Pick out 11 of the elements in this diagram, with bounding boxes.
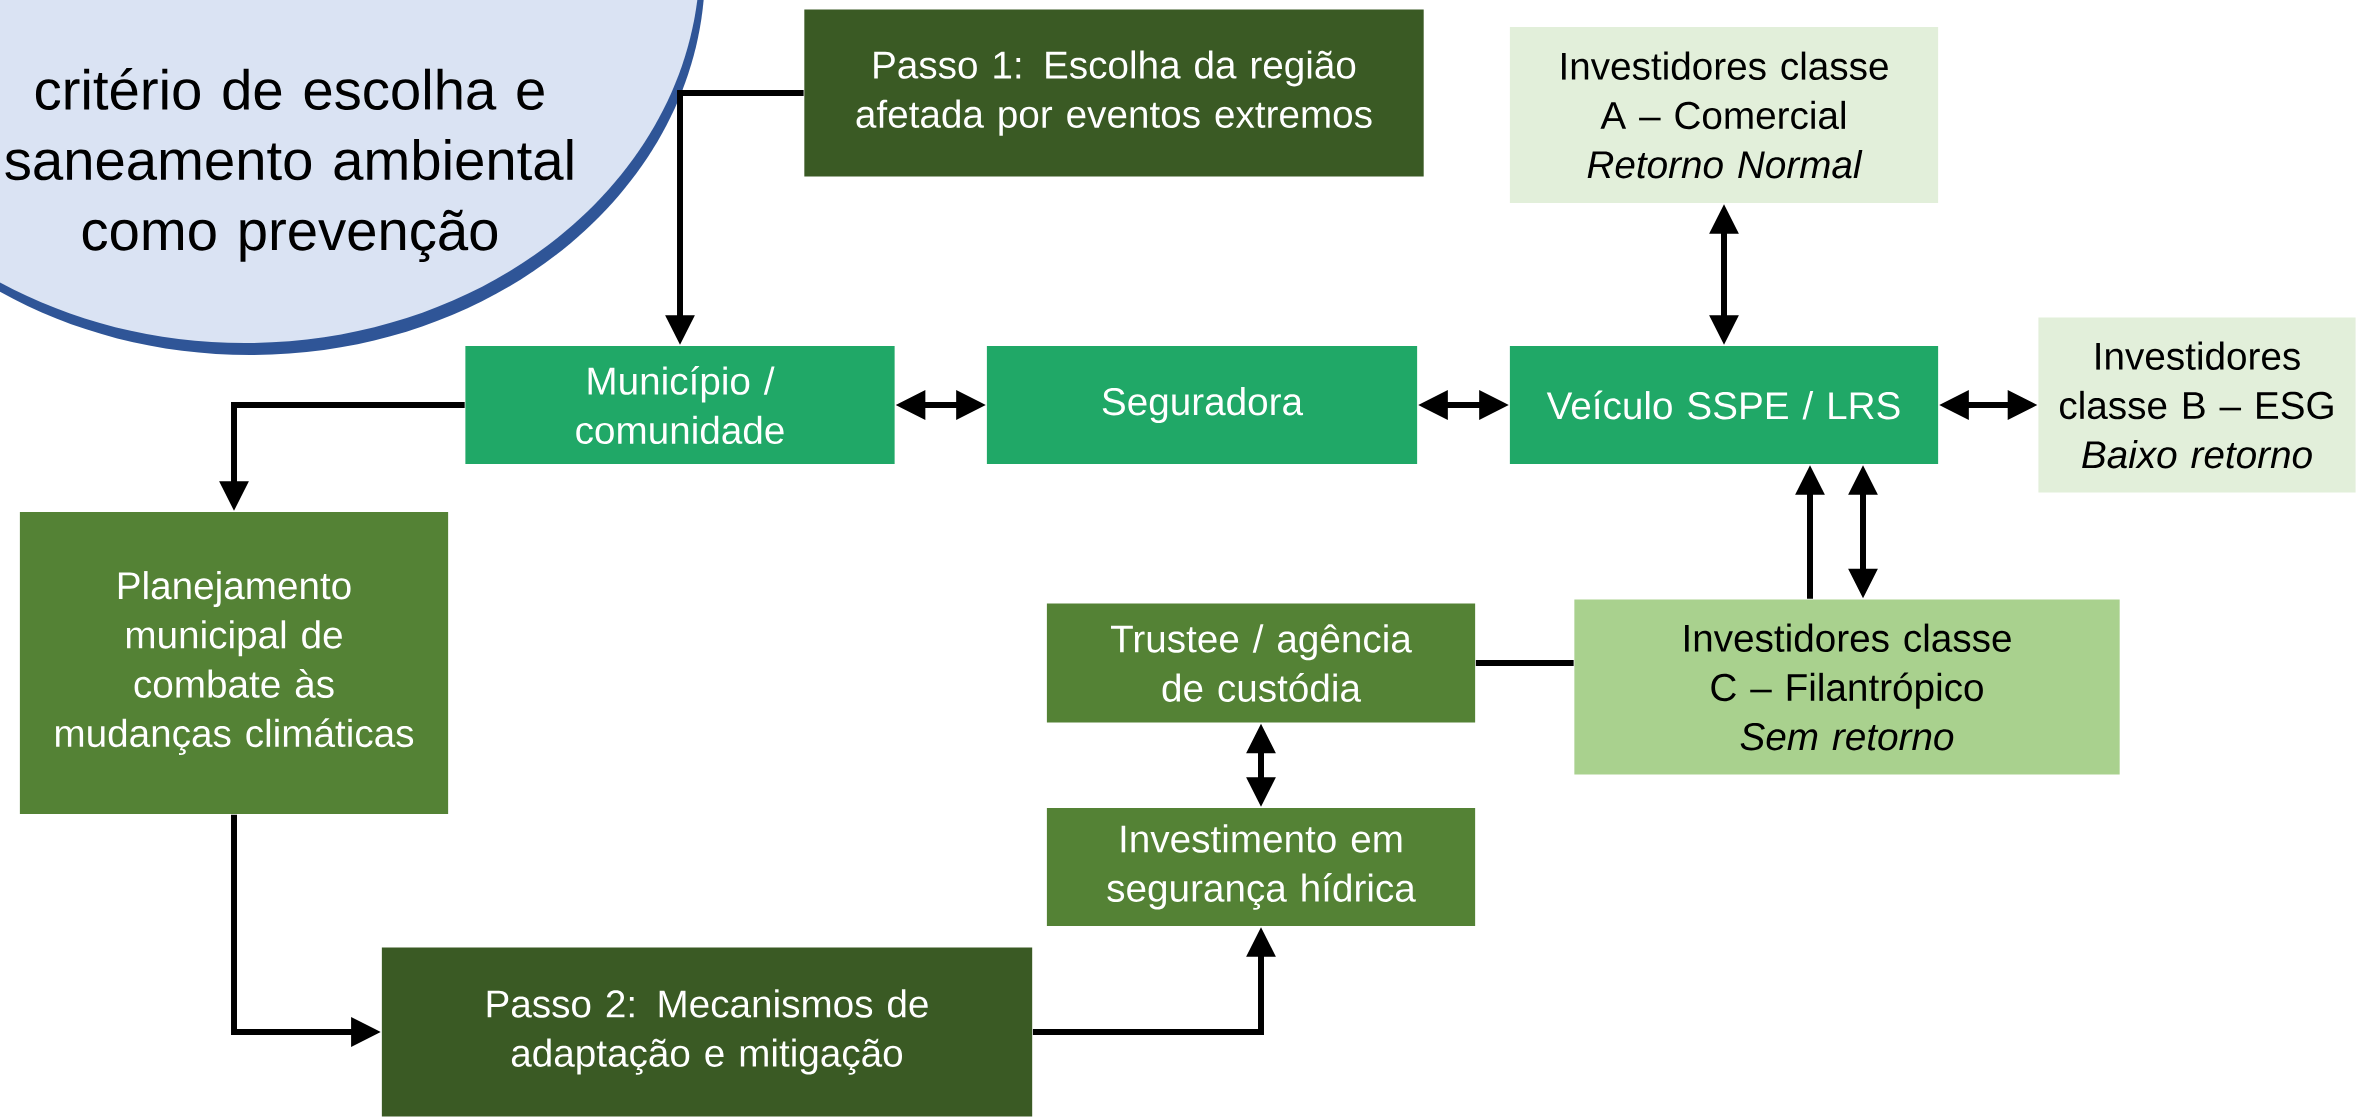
investor-box: Investidores classe B – ESG Baixo retorno — [2038, 317, 2356, 493]
entity-box: Veículo SSPE / LRS — [1509, 345, 1939, 465]
entity-box: Seguradora — [986, 345, 1418, 465]
process-box: Trustee / agência de custódia — [1046, 603, 1476, 723]
step-box: Passo 2: Mecanismos de adaptação e mitigação — [381, 947, 1033, 1117]
step-box: Passo 1: Escolha da região afetada por eventos extremos — [804, 9, 1424, 177]
entity-box: Município / comunidade — [465, 345, 895, 465]
process-box: Planejamento municipal de combate às mudanças climáticas — [19, 511, 449, 815]
investor-box: Investidores classe C – Filantrópico Sem retorno — [1574, 599, 2120, 775]
investor-box: Investidores classe A – Comercial Retorno Normal — [1509, 26, 1939, 204]
process-box: Investimento em segurança hídrica — [1046, 808, 1476, 927]
